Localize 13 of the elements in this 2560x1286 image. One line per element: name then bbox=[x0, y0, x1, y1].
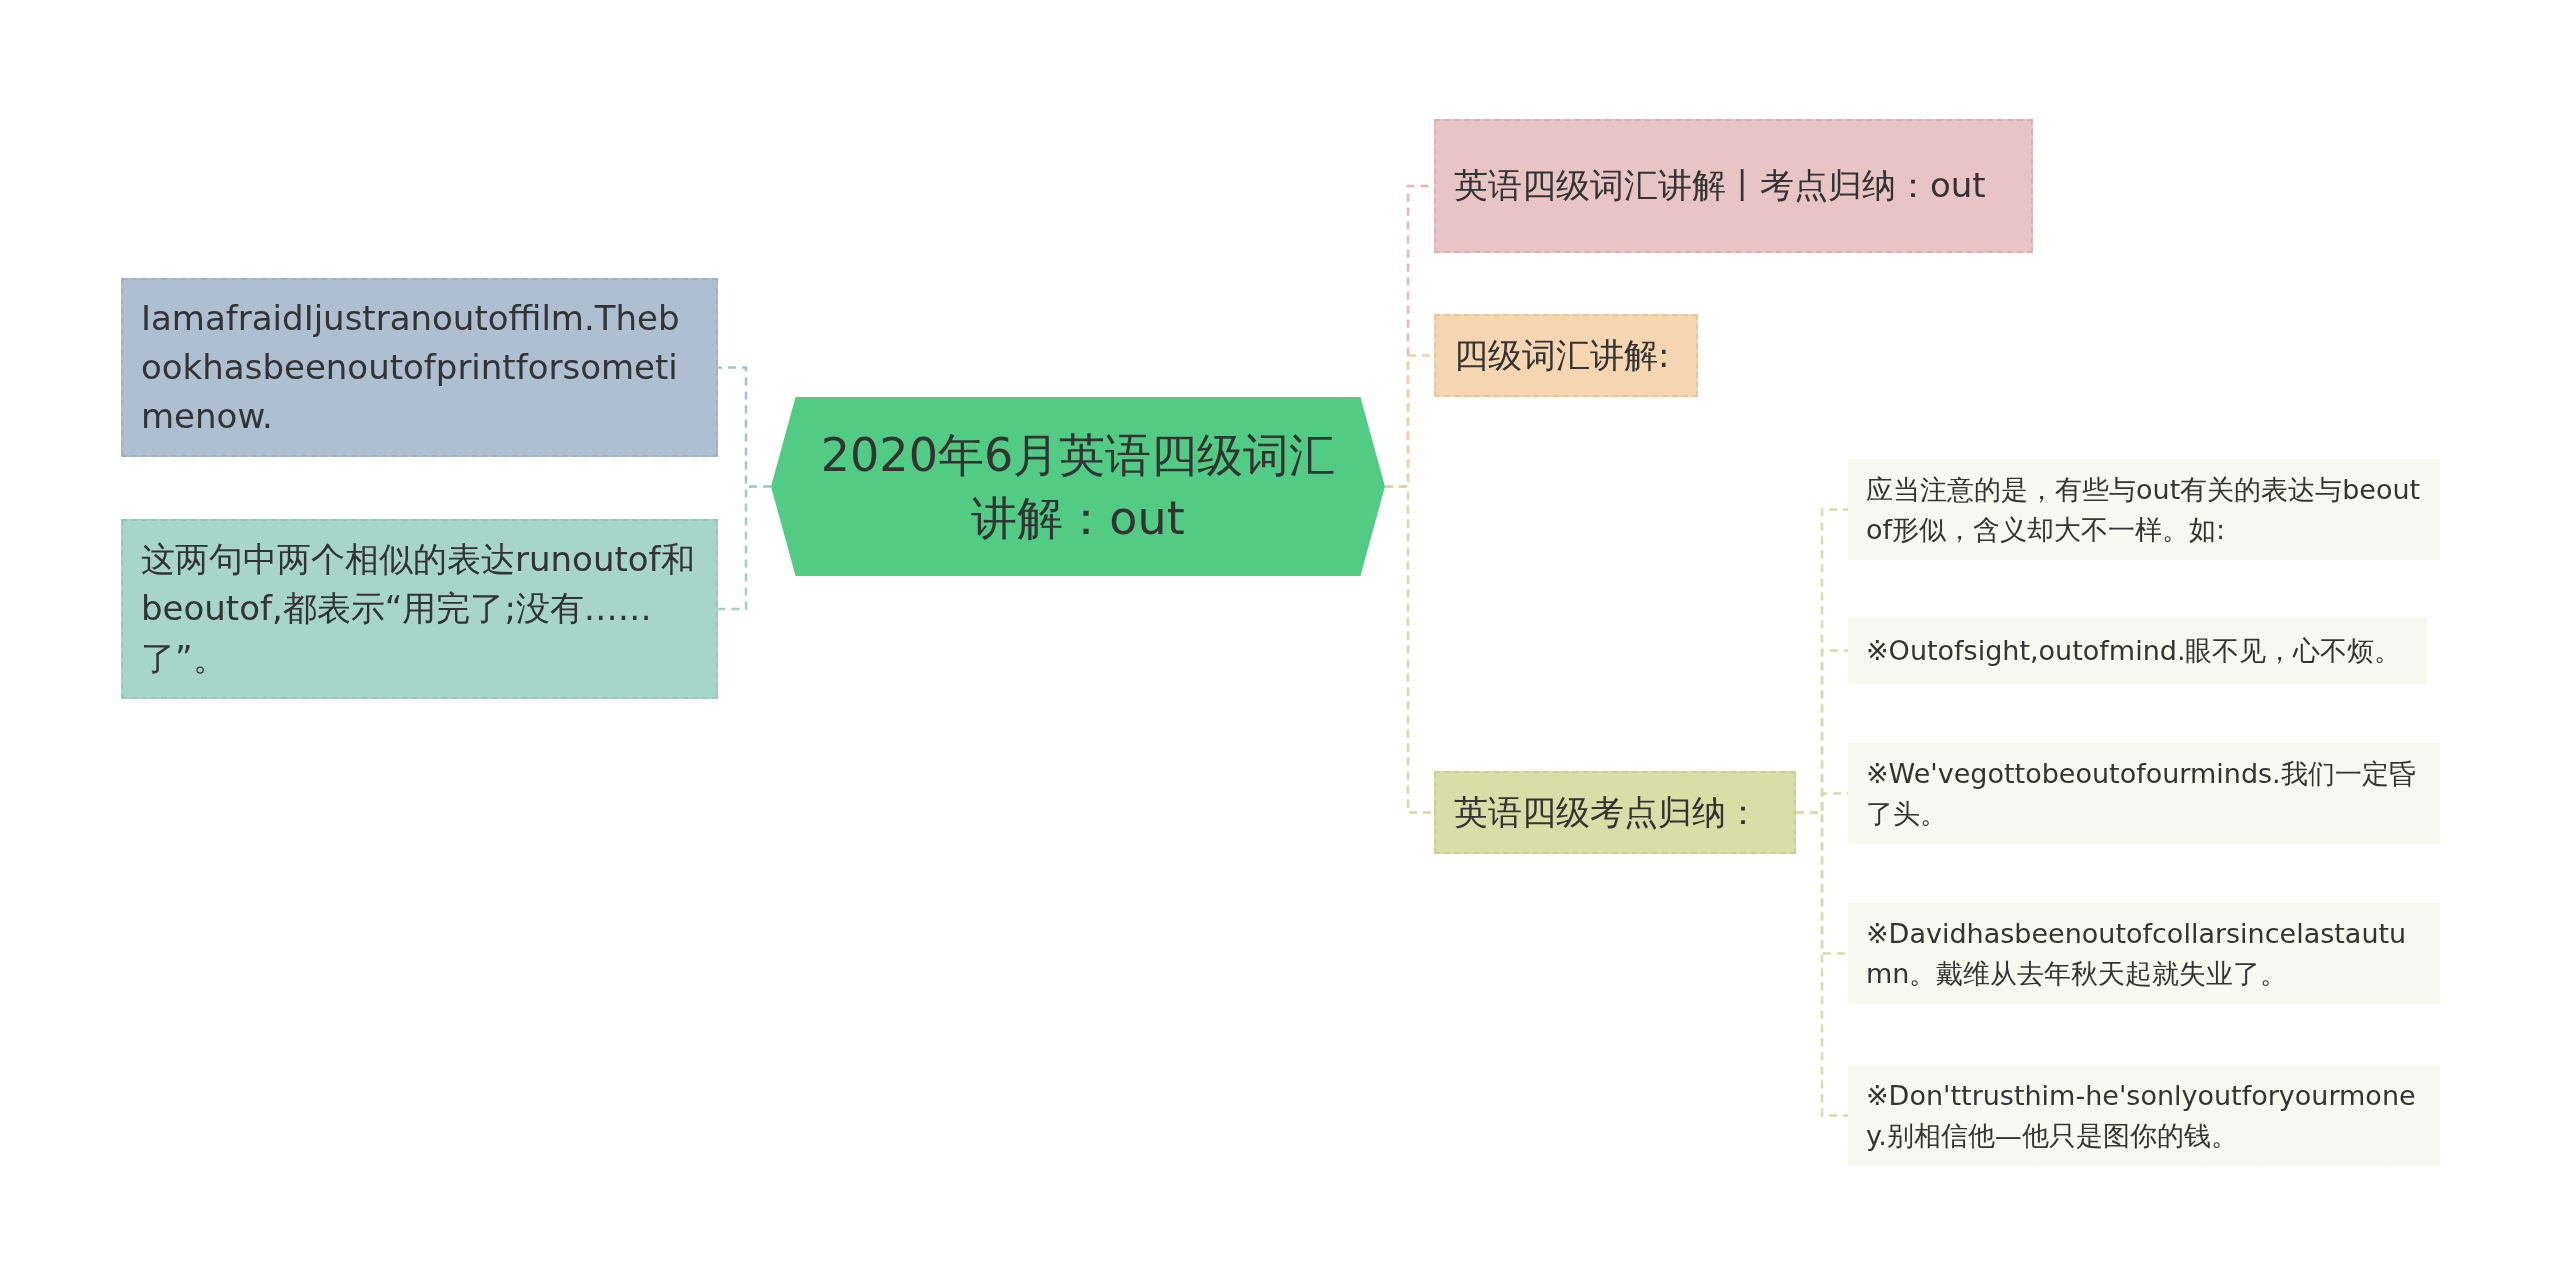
note-box: 这两句中两个相似的表达runoutof和beoutof,都表示“用完了;没有……了”。 bbox=[121, 519, 718, 699]
connector bbox=[1385, 485, 1434, 814]
topic-box: 英语四级词汇讲解丨考点归纳：out bbox=[1434, 119, 2033, 253]
topic-box: 英语四级考点归纳： bbox=[1434, 771, 1796, 854]
topic-box: 四级词汇讲解: bbox=[1434, 314, 1698, 397]
note-box: IamafraidIjustranoutoffilm.Thebookhasbeenoutofprintforsometimenow. bbox=[121, 278, 718, 457]
note-box: ※Outofsight,outofmind.眼不见，心不烦。 bbox=[1848, 617, 2427, 684]
note-box: ※Davidhasbeenoutofcollarsincelastautumn。戴维从去年秋天起就失业了。 bbox=[1848, 903, 2440, 1004]
connector bbox=[1796, 811, 1848, 1117]
note-box: ※We'vegottobeoutofourminds.我们一定昏了头。 bbox=[1848, 743, 2440, 844]
connector bbox=[718, 485, 771, 611]
note-box: ※Don'ttrusthim-he'sonlyoutforyourmoney.别相信他—他只是图你的钱。 bbox=[1848, 1065, 2440, 1166]
note-box: 应当注意的是，有些与out有关的表达与beoutof形似，含义却大不一样。如: bbox=[1848, 459, 2440, 560]
